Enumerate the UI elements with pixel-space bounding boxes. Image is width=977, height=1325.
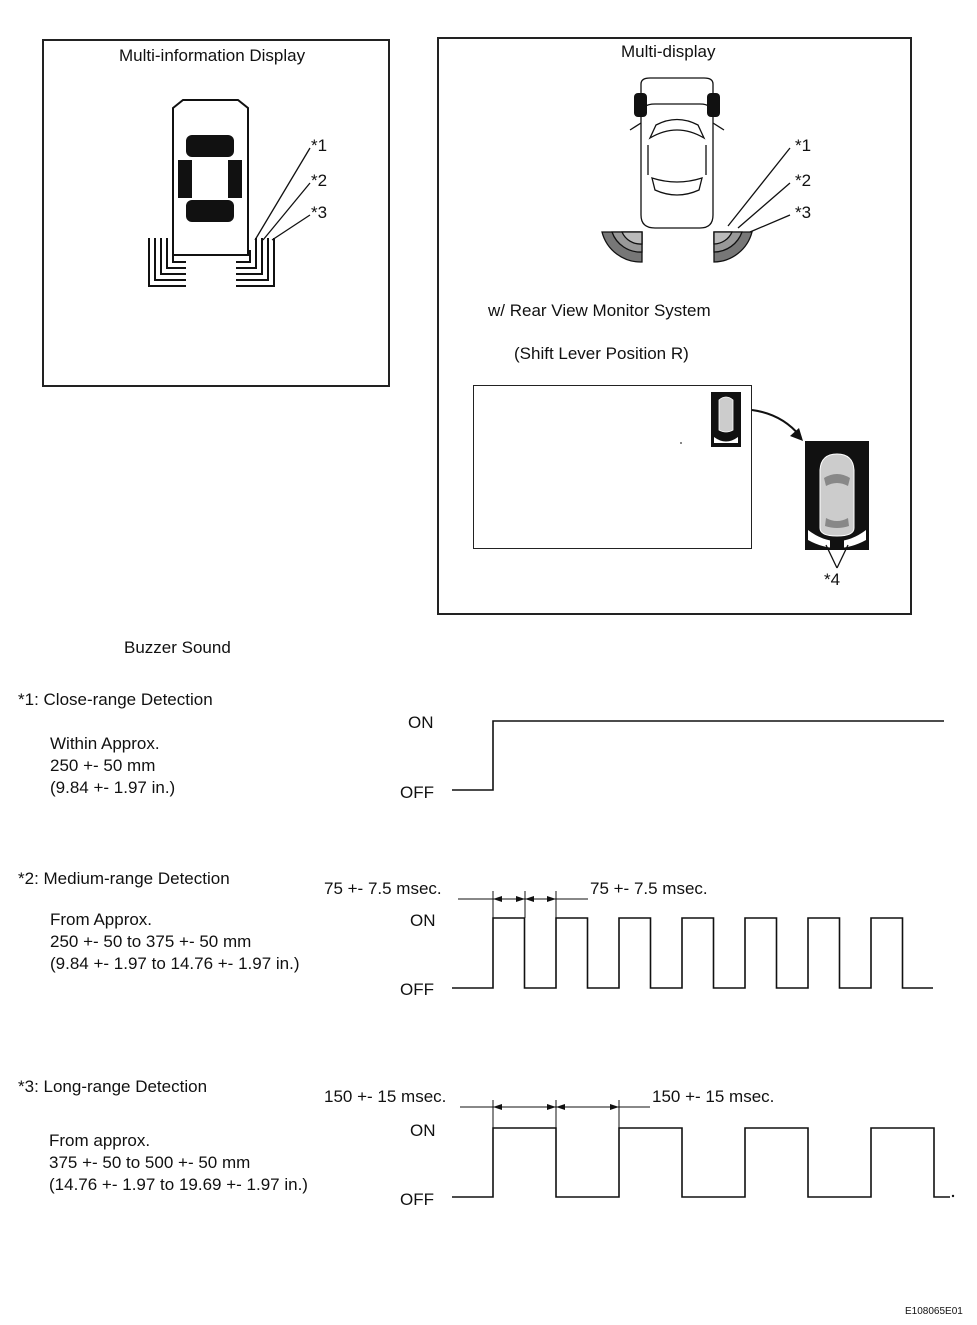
- mid-car-icon: [172, 99, 249, 256]
- long-line-3: (14.76 +- 1.97 to 19.69 +- 1.97 in.): [49, 1175, 308, 1194]
- close-line-2: 250 +- 50 mm: [50, 756, 156, 775]
- medium-title: *2: Medium-range Detection: [18, 869, 230, 888]
- md-callout-4: *4: [824, 570, 841, 589]
- medium-timing-2: 75 +- 7.5 msec.: [590, 879, 708, 898]
- md-right-sensor-arc: [713, 231, 753, 263]
- medium-line-1: From Approx.: [50, 910, 153, 929]
- md-callout-leaders: [727, 147, 791, 233]
- md-callout-3: *3: [795, 203, 812, 222]
- rear-view-large-icon: [805, 441, 869, 550]
- shift-position-label: (Shift Lever Position R): [514, 344, 689, 363]
- mid-callout-1: *1: [311, 136, 328, 155]
- close-line-3: (9.84 +- 1.97 in.): [50, 778, 176, 797]
- rear-view-label: w/ Rear View Monitor System: [488, 301, 711, 320]
- long-waveform-dot: [951, 1194, 955, 1198]
- close-title: *1: Close-range Detection: [18, 690, 213, 709]
- medium-range-waveform: [452, 917, 933, 989]
- medium-timing-1: 75 +- 7.5 msec.: [324, 879, 442, 898]
- figure-code: E108065E01: [905, 1306, 963, 1317]
- long-range-waveform: [452, 1127, 950, 1198]
- zoom-arrow: [751, 409, 801, 437]
- md-callout-1: *1: [795, 136, 812, 155]
- mid-callout-2: *2: [311, 171, 328, 190]
- mid-callout-3: *3: [311, 203, 328, 222]
- mid-right-sensor-bars: [236, 238, 275, 287]
- close-line-1: Within Approx.: [50, 734, 160, 753]
- buzzer-heading: Buzzer Sound: [124, 638, 231, 657]
- close-off-label: OFF: [400, 783, 434, 802]
- close-range-waveform: [452, 720, 944, 791]
- mid-callout-leaders: [254, 147, 311, 241]
- rear-view-small-icon: [711, 392, 741, 447]
- zoom-arrowhead: [790, 428, 803, 441]
- mid-left-sensor-bars: [148, 238, 186, 287]
- screen-dot: [680, 442, 682, 444]
- long-line-2: 375 +- 50 to 500 +- 50 mm: [49, 1153, 251, 1172]
- long-timing-1: 150 +- 15 msec.: [324, 1087, 447, 1106]
- md-title: Multi-display: [621, 42, 716, 61]
- medium-line-3: (9.84 +- 1.97 to 14.76 +- 1.97 in.): [50, 954, 300, 973]
- long-on-label: ON: [410, 1121, 436, 1140]
- medium-on-label: ON: [410, 911, 436, 930]
- rear-view-screen: [473, 385, 752, 549]
- md-left-sensor-arc: [601, 231, 643, 263]
- long-off-label: OFF: [400, 1190, 434, 1209]
- md-car-icon: [629, 77, 725, 229]
- long-timing-dimension: [460, 1100, 650, 1128]
- long-title: *3: Long-range Detection: [18, 1077, 208, 1096]
- close-on-label: ON: [408, 713, 434, 732]
- medium-line-2: 250 +- 50 to 375 +- 50 mm: [50, 932, 252, 951]
- mid-title: Multi-information Display: [119, 46, 306, 65]
- md-callout-2: *2: [795, 171, 812, 190]
- callout-4-leader: [825, 544, 849, 569]
- medium-off-label: OFF: [400, 980, 434, 999]
- long-line-1: From approx.: [49, 1131, 151, 1150]
- medium-timing-dimension: [458, 891, 588, 918]
- long-timing-2: 150 +- 15 msec.: [652, 1087, 775, 1106]
